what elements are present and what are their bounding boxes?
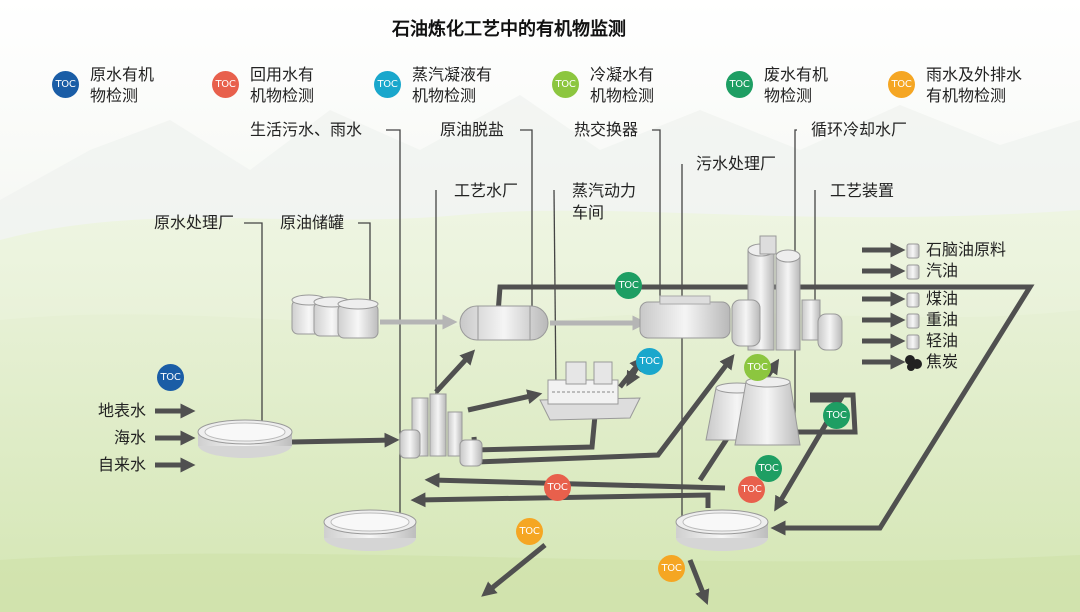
legend-toc-icon-red: TOC [212,71,239,98]
process-towers [731,235,843,351]
label-process-water-plant: 工艺水厂 [454,181,519,200]
legend-label-red-line1: 回用水有 [250,65,315,84]
diagram-title: 石油炼化工艺中的有机物监测 [392,19,626,40]
source-surface-water: 地表水 [98,401,147,420]
legend-label-green-line1: 废水有机 [764,65,829,84]
toc-badge-reuse-water-left: TOC [544,474,571,501]
label-domestic-sewage: 生活污水、雨水 [250,120,363,139]
toc-badge-wastewater-mid: TOC [755,455,782,482]
legend-label-cyan-line2: 机物检测 [412,86,477,105]
process-water-plant [399,393,483,467]
left-pond [323,509,417,551]
product-barrels [906,243,920,350]
product-kerosene: 煤油 [926,289,959,308]
toc-badge-condensate-water: TOC [744,354,771,381]
legend-toc-icon-lime: TOC [552,71,579,98]
heat-exchanger [639,295,731,339]
label-crude-oil-tank: 原油储罐 [280,213,345,232]
legend-label-orange-line1: 雨水及外排水 [926,65,1023,84]
label-process-unit: 工艺装置 [830,181,895,200]
source-tap-water: 自来水 [98,455,147,474]
legend-toc-icon-orange: TOC [888,71,915,98]
label-steam-power-2: 车间 [572,203,605,222]
toc-badge-wastewater-right: TOC [823,402,850,429]
crude-oil-tanks [291,294,379,339]
label-steam-power-1: 蒸汽动力 [572,181,637,200]
desalting-vessel [459,305,549,341]
raw-water-pool [197,419,293,458]
steam-power-plant [539,361,641,421]
toc-badge-rain-discharge-right: TOC [658,555,685,582]
label-crude-desalting: 原油脱盐 [440,120,505,139]
legend-label-blue-line2: 物检测 [90,86,139,105]
product-light-oil: 轻油 [926,331,959,350]
label-sewage-plant: 污水处理厂 [696,154,777,173]
product-naphtha: 石脑油原料 [926,240,1007,259]
legend-label-blue-line1: 原水有机 [90,65,155,84]
toc-badge-rain-discharge-left: TOC [516,518,543,545]
cooling-towers [705,376,801,446]
legend-label-lime-line1: 冷凝水有 [590,65,655,84]
product-gasoline: 汽油 [926,261,959,280]
coke-icon [905,355,922,371]
product-heavy-oil: 重油 [926,310,959,329]
toc-badge-reuse-water-right: TOC [738,476,765,503]
legend-label-red-line2: 机物检测 [250,86,315,105]
light-flow-arrows [380,314,648,331]
product-coke: 焦炭 [926,352,959,371]
label-raw-water-plant: 原水处理厂 [154,213,235,232]
label-cooling-water-plant: 循环冷却水厂 [811,120,908,139]
label-heat-exchanger: 热交换器 [574,120,639,139]
legend-label-cyan-line1: 蒸汽凝液有 [412,65,493,84]
right-pond [675,509,769,551]
legend-toc-icon-cyan: TOC [374,71,401,98]
legend-label-lime-line2: 机物检测 [590,86,655,105]
toc-badge-wastewater-top: TOC [615,272,642,299]
legend-label-green-line2: 物检测 [764,86,813,105]
legend-label-orange-line2: 有机物检测 [926,86,1007,105]
toc-badge-steam-condensate: TOC [636,348,663,375]
toc-badge-raw-water: TOC [157,364,184,391]
legend-toc-icon-green: TOC [726,71,753,98]
flow-arrows [155,242,1035,605]
legend-toc-icon-blue: TOC [52,71,79,98]
source-seawater: 海水 [114,428,147,447]
